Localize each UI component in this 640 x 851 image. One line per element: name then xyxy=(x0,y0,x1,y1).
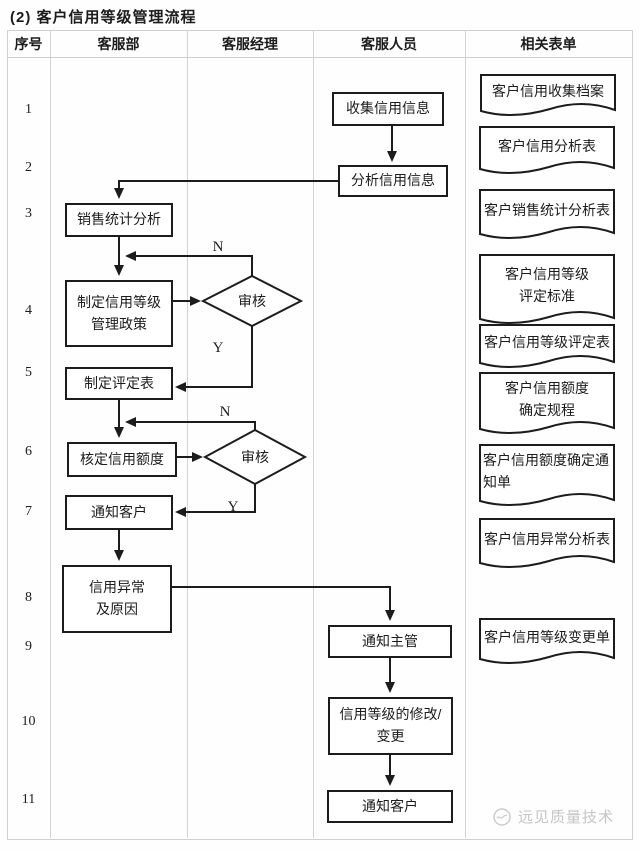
step-set-credit-limit: 核定信用额度 xyxy=(67,442,177,477)
document-credit-limit-notice: 客户信用额度确定通 知单 xyxy=(479,444,615,510)
row-number: 8 xyxy=(25,590,32,605)
step-label: 信用等级的修改/ 变更 xyxy=(339,706,442,744)
step-make-credit-rating-policy: 制定信用等级 管理政策 xyxy=(65,280,173,347)
row-number: 1 xyxy=(25,102,32,117)
watermark-logo-icon xyxy=(493,807,511,826)
column-header-seq: 序号 xyxy=(14,35,43,52)
step-label: 通知客户 xyxy=(362,797,418,814)
step-credit-abnormal-and-reason: 信用异常 及原因 xyxy=(62,565,172,633)
document-credit-rating-form: 客户信用等级评定表 xyxy=(479,324,615,372)
row-number: 7 xyxy=(25,504,32,519)
page-title: (2) 客户信用等级管理流程 xyxy=(10,9,197,26)
row-number: 5 xyxy=(25,365,32,380)
column-header-manager: 客服经理 xyxy=(222,35,278,52)
column-divider xyxy=(313,30,314,838)
step-label: 通知客户 xyxy=(91,503,147,520)
step-label: 销售统计分析 xyxy=(77,211,161,228)
step-notify-supervisor: 通知主管 xyxy=(328,625,452,658)
document-label: 客户信用收集档案 xyxy=(492,83,604,100)
column-header-dept: 客服部 xyxy=(97,35,140,52)
row-number: 11 xyxy=(21,792,36,807)
step-label: 收集信用信息 xyxy=(346,100,430,117)
document-label: 客户信用额度 确定规程 xyxy=(505,380,589,418)
step-label: 通知主管 xyxy=(362,632,418,649)
branch-label-no-1: N xyxy=(212,238,224,255)
swimlane-table-border xyxy=(7,30,633,840)
row-number: 6 xyxy=(25,444,32,459)
step-make-rating-form: 制定评定表 xyxy=(65,367,173,400)
row-number: 3 xyxy=(25,206,32,221)
row-number: 2 xyxy=(25,160,32,175)
document-credit-rating-change-form: 客户信用等级变更单 xyxy=(479,618,615,668)
step-notify-customer-2: 通知客户 xyxy=(327,790,453,823)
document-label: 客户信用额度确定通 知单 xyxy=(483,452,609,490)
document-credit-collection-file: 客户信用收集档案 xyxy=(480,74,616,122)
header-divider xyxy=(7,57,632,58)
document-credit-limit-procedure: 客户信用额度 确定规程 xyxy=(479,372,615,438)
document-credit-analysis-form: 客户信用分析表 xyxy=(479,126,615,179)
document-label: 客户销售统计分析表 xyxy=(484,202,610,219)
row-number: 10 xyxy=(21,714,36,729)
document-label: 客户信用等级 评定标准 xyxy=(505,266,589,304)
document-credit-abnormal-analysis-form: 客户信用异常分析表 xyxy=(479,518,615,572)
document-label: 客户信用分析表 xyxy=(498,138,596,155)
branch-label-no-2: N xyxy=(219,403,231,420)
step-collect-credit-info: 收集信用信息 xyxy=(332,92,444,126)
step-label: 核定信用额度 xyxy=(80,450,164,467)
decision-review-1-label: 审核 xyxy=(238,293,266,309)
document-label: 客户信用异常分析表 xyxy=(484,531,610,548)
document-credit-rating-standard: 客户信用等级 评定标准 xyxy=(479,254,615,328)
branch-label-yes-2: Y xyxy=(227,498,239,515)
watermark: 远见质量技术 xyxy=(492,806,614,827)
column-divider xyxy=(187,30,188,838)
column-header-forms: 相关表单 xyxy=(520,35,577,52)
decision-review-2-label: 审核 xyxy=(241,449,269,465)
step-label: 制定信用等级 管理政策 xyxy=(77,293,161,332)
row-number: 4 xyxy=(25,303,32,318)
branch-label-yes-1: Y xyxy=(212,339,224,356)
watermark-text: 远见质量技术 xyxy=(518,809,615,826)
column-header-staff: 客服人员 xyxy=(361,35,417,52)
step-sales-statistics-analysis: 销售统计分析 xyxy=(65,203,173,237)
step-notify-customer-1: 通知客户 xyxy=(65,495,173,530)
column-divider xyxy=(50,30,51,838)
row-number: 9 xyxy=(25,639,32,654)
step-label: 制定评定表 xyxy=(84,374,154,391)
document-label: 客户信用等级评定表 xyxy=(484,334,610,351)
column-divider xyxy=(465,30,466,838)
step-label: 信用异常 及原因 xyxy=(89,579,145,617)
step-analyze-credit-info: 分析信用信息 xyxy=(338,165,448,197)
step-modify-credit-rating: 信用等级的修改/ 变更 xyxy=(328,697,453,755)
document-label: 客户信用等级变更单 xyxy=(484,629,610,646)
step-label: 分析信用信息 xyxy=(351,172,435,189)
document-sales-statistics-analysis-form: 客户销售统计分析表 xyxy=(479,189,615,243)
